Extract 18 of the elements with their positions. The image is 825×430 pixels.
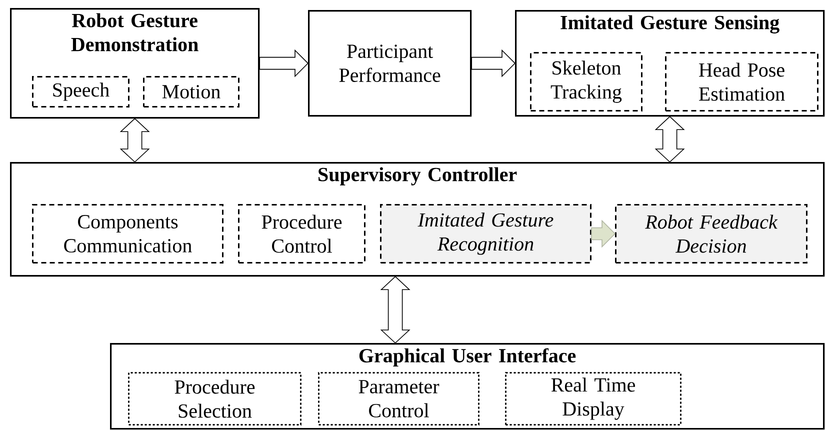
component-box: Procedure Selection xyxy=(128,372,302,426)
component-box: Skeleton Tracking xyxy=(530,52,642,112)
block-arrow xyxy=(380,276,410,344)
block-arrow xyxy=(654,116,685,163)
component-box: Real Time Display xyxy=(505,372,682,426)
process-box: Participant Performance xyxy=(308,10,472,117)
component-box: Procedure Control xyxy=(238,204,366,264)
component-box: Head Pose Estimation xyxy=(665,52,818,112)
component-box: Motion xyxy=(143,76,240,108)
component-box: Imitated Gesture Recognition xyxy=(380,204,592,264)
block-arrow xyxy=(120,118,150,163)
block-arrow xyxy=(259,49,309,78)
block-arrow xyxy=(591,220,616,248)
block-arrow xyxy=(471,49,516,78)
component-box: Parameter Control xyxy=(318,372,480,426)
component-box: Robot Feedback Decision xyxy=(615,204,808,264)
component-box: Speech xyxy=(32,76,130,108)
component-box: Components Communication xyxy=(32,204,224,264)
